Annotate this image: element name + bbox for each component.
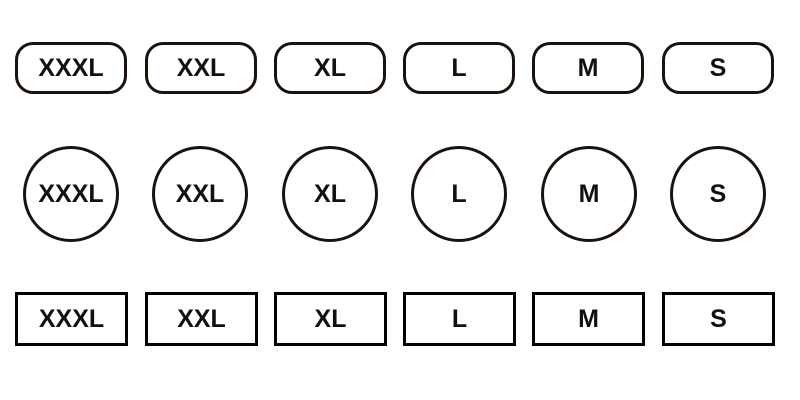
size-label-xxl-rounded: XXL [145, 42, 257, 94]
size-label-s-rounded: S [662, 42, 774, 94]
size-label-m-rounded: M [532, 42, 644, 94]
size-label-m-square: M [532, 292, 645, 346]
size-label-xxl-circle: XXL [152, 146, 248, 242]
size-label-xl-circle: XL [282, 146, 378, 242]
size-label-s-square: S [662, 292, 775, 346]
size-label-xl-rounded: XL [274, 42, 386, 94]
size-label-l-rounded: L [403, 42, 515, 94]
size-label-xxl-square: XXL [145, 292, 258, 346]
size-label-xxxl-rounded: XXXL [15, 42, 127, 94]
size-label-l-circle: L [411, 146, 507, 242]
size-label-xxxl-square: XXXL [15, 292, 128, 346]
size-label-xl-square: XL [274, 292, 387, 346]
size-label-xxxl-circle: XXXL [23, 146, 119, 242]
size-label-s-circle: S [670, 146, 766, 242]
size-label-m-circle: M [541, 146, 637, 242]
size-label-l-square: L [403, 292, 516, 346]
